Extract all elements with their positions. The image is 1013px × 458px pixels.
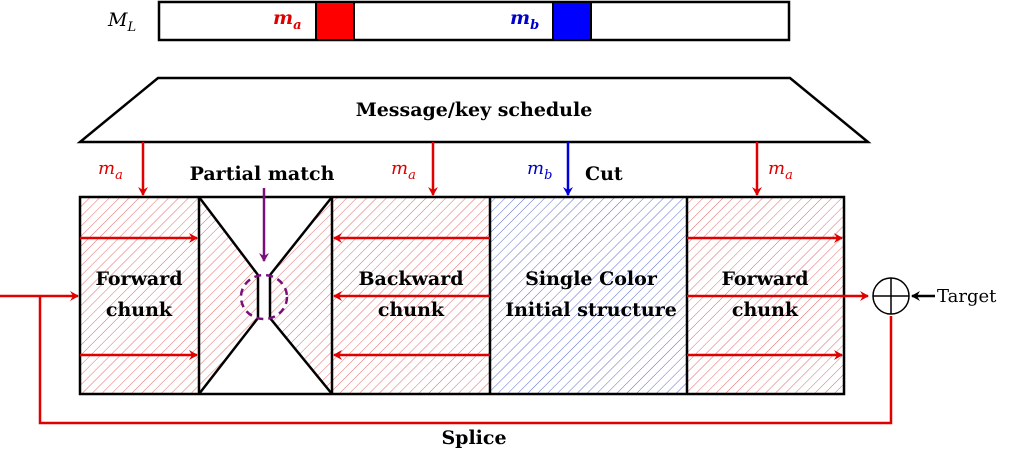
partial-match-region: [198, 196, 333, 395]
target-label: Target: [937, 286, 997, 307]
splice-loop: [38, 296, 893, 425]
partial-match-label: Partial match: [190, 163, 335, 185]
initial-structure-area: [490, 197, 687, 394]
backward-chunk-label-2: chunk: [378, 299, 445, 321]
forward-right-arrows: [687, 233, 869, 360]
initial-structure-label-1: Single Color: [525, 268, 658, 290]
message-bar-label: ML: [107, 9, 136, 35]
key-schedule-shape: [76, 76, 872, 144]
key-schedule: Message/key schedule: [76, 76, 872, 144]
ma-arrow-label-3: ma: [768, 158, 793, 183]
forward-chunk-left-label-2: chunk: [106, 299, 173, 321]
forward-chunk-left-label-1: Forward: [95, 268, 182, 290]
initial-structure-label-2: Initial structure: [505, 299, 677, 321]
message-bar-frame: [157, 0, 791, 42]
forward-chunk-left-area: [80, 197, 199, 394]
schedule-arrows: ma ma mb Cut ma: [98, 142, 793, 196]
splice-label: Splice: [441, 427, 506, 449]
mb-block-label: mb: [510, 7, 539, 33]
backward-arrows: [333, 233, 490, 360]
mb-block: [552, 1, 592, 41]
key-schedule-label: Message/key schedule: [356, 99, 593, 121]
ma-block-label: ma: [273, 7, 302, 33]
ma-arrow-label-1: ma: [98, 158, 123, 183]
ma-arrow-label-2: ma: [391, 158, 416, 183]
ma-block: [315, 1, 355, 41]
forward-chunk-right-label-2: chunk: [732, 299, 799, 321]
mb-arrow-label: mb: [527, 158, 552, 183]
forward-left-arrows: [80, 233, 198, 360]
match-ellipse: [239, 273, 289, 321]
cut-label: Cut: [585, 163, 623, 185]
message-bar: ML ma mb: [107, 0, 791, 42]
xor-node: [872, 277, 910, 315]
backward-chunk-label-1: Backward: [358, 268, 463, 290]
forward-chunk-right-label-1: Forward: [721, 268, 808, 290]
